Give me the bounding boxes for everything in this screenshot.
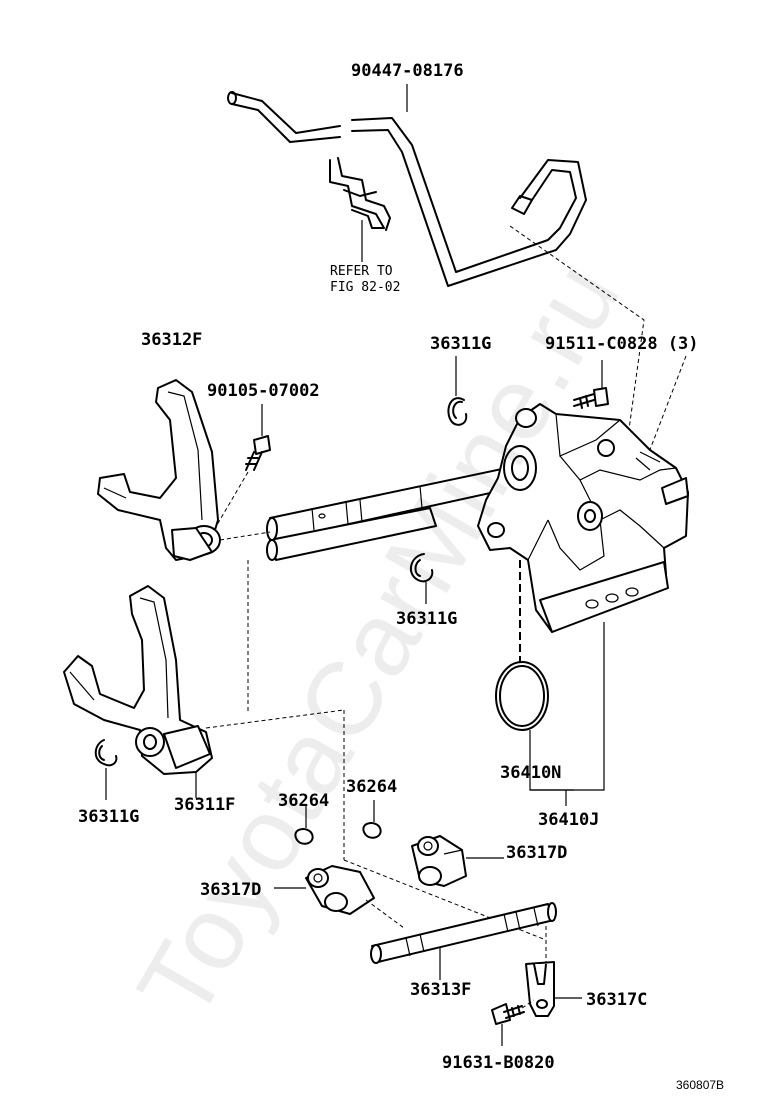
label-shaft: 36313F [410,980,471,1000]
bracket-housing-assy [530,622,605,791]
shift-fork-lower[interactable] [63,585,213,775]
snap-ring-top[interactable] [447,397,468,426]
dash-shaft-fork [219,531,271,541]
label-ball-right: 36264 [346,777,397,797]
dash-pipe-to-housing [509,225,645,467]
label-head-d-right: 36317D [506,843,567,863]
shift-head-c[interactable] [525,961,555,1017]
label-fork-f: 36312F [141,330,202,350]
ball-left[interactable] [294,828,314,845]
o-ring[interactable] [495,661,549,731]
dash-heads-shaft [343,859,547,941]
dash-bolt-fork [213,471,249,531]
shift-head-right[interactable] [411,835,467,887]
label-ring-g-top: 36311G [430,334,491,354]
label-ball-left: 36264 [278,791,329,811]
label-bolt-fork: 90105-07002 [207,381,320,401]
label-bolt-head: 91631-B0820 [442,1053,555,1073]
bolt-head[interactable] [491,1003,525,1025]
label-head-c: 36317C [586,990,647,1010]
dash-bolt-head [521,999,535,1009]
label-head-d-left: 36317D [200,880,261,900]
snap-ring-middle[interactable] [409,553,434,583]
shift-shaft-lower[interactable] [370,902,557,964]
ball-right[interactable] [362,822,382,839]
label-bolt-housing: 91511-C0828 (3) [545,334,699,354]
shift-head-left[interactable] [305,865,375,915]
shift-fork-upper[interactable] [97,379,221,561]
snap-ring-left[interactable] [94,739,118,767]
label-pipe: 90447-08176 [351,61,464,81]
dash-bolt-ref [645,355,687,461]
label-o-ring: 36410N [500,763,561,783]
bolt-fork[interactable] [245,435,271,471]
label-ring-g-left: 36311G [78,807,139,827]
dash-fork-lower-shaft [205,709,345,729]
dash-head-left-shaft [365,899,405,929]
label-ring-g-mid: 36311G [396,609,457,629]
label-refer-line1: REFER TO [330,264,393,279]
bolt-housing[interactable] [573,387,609,409]
label-fork-head: 36311F [174,795,235,815]
label-housing-assy: 36410J [538,810,599,830]
diagram-code: 360807B [676,1078,724,1092]
vent-pipe[interactable] [227,91,587,287]
shift-housing[interactable] [477,403,689,633]
pipe-clip[interactable] [329,157,391,231]
label-refer-line2: FIG 82-02 [330,280,400,295]
